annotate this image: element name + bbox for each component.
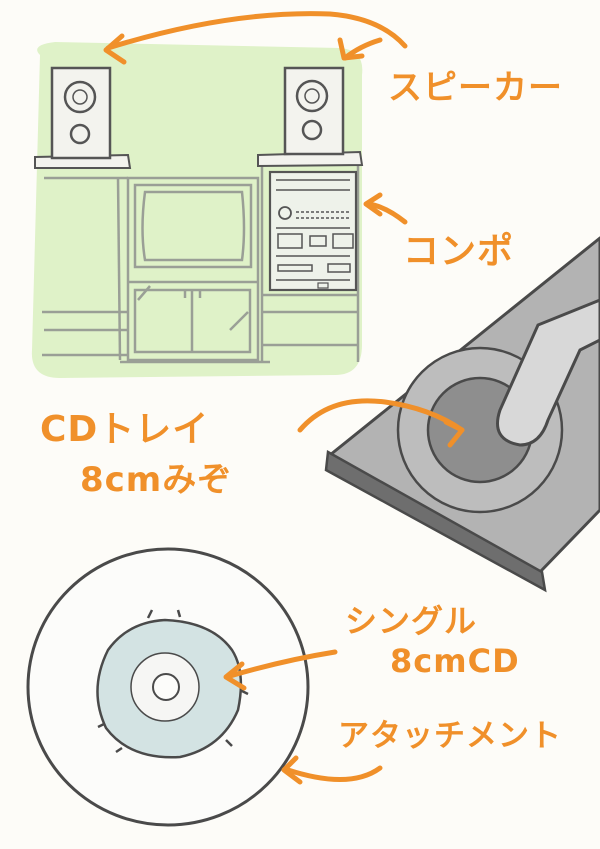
tray-front-edge — [324, 449, 547, 593]
label-single: シングル — [345, 602, 478, 640]
cd-tray — [324, 236, 600, 593]
cd-with-adapter — [26, 547, 310, 827]
left-speaker — [50, 66, 112, 160]
arrow-head-tray — [443, 419, 465, 448]
label-cd-tray: CDトレイ — [40, 409, 210, 450]
arrow-head-compo — [363, 192, 383, 217]
right-shelf — [260, 165, 360, 362]
label-attachment: アタッチメント — [338, 718, 562, 754]
arrow-to-single-cd — [227, 649, 338, 679]
disc-hole — [152, 673, 180, 701]
tray-slot — [496, 298, 600, 447]
arrow-to-attachment — [285, 765, 383, 782]
arrow-head-single — [223, 661, 247, 691]
right-speaker — [283, 66, 345, 156]
label-compo: コンポ — [403, 231, 515, 272]
compo-stereo — [268, 170, 358, 292]
label-8cm-groove: 8cmみぞ — [80, 460, 233, 500]
arrow-head-attachment — [281, 755, 303, 785]
arrow-to-left-speaker — [105, 11, 408, 51]
stereo-room-scene — [31, 42, 364, 378]
arrow-to-tray-groove — [297, 398, 465, 433]
arrow-head-right-speaker — [337, 37, 365, 61]
adapter-clips — [97, 609, 249, 754]
annotation-arrows — [103, 11, 465, 785]
label-speaker: スピーカー — [388, 68, 563, 108]
label-8cm-cd: 8cmCD — [390, 642, 520, 680]
tv-stand — [120, 176, 270, 364]
arrow-head-left-speaker — [103, 33, 127, 65]
